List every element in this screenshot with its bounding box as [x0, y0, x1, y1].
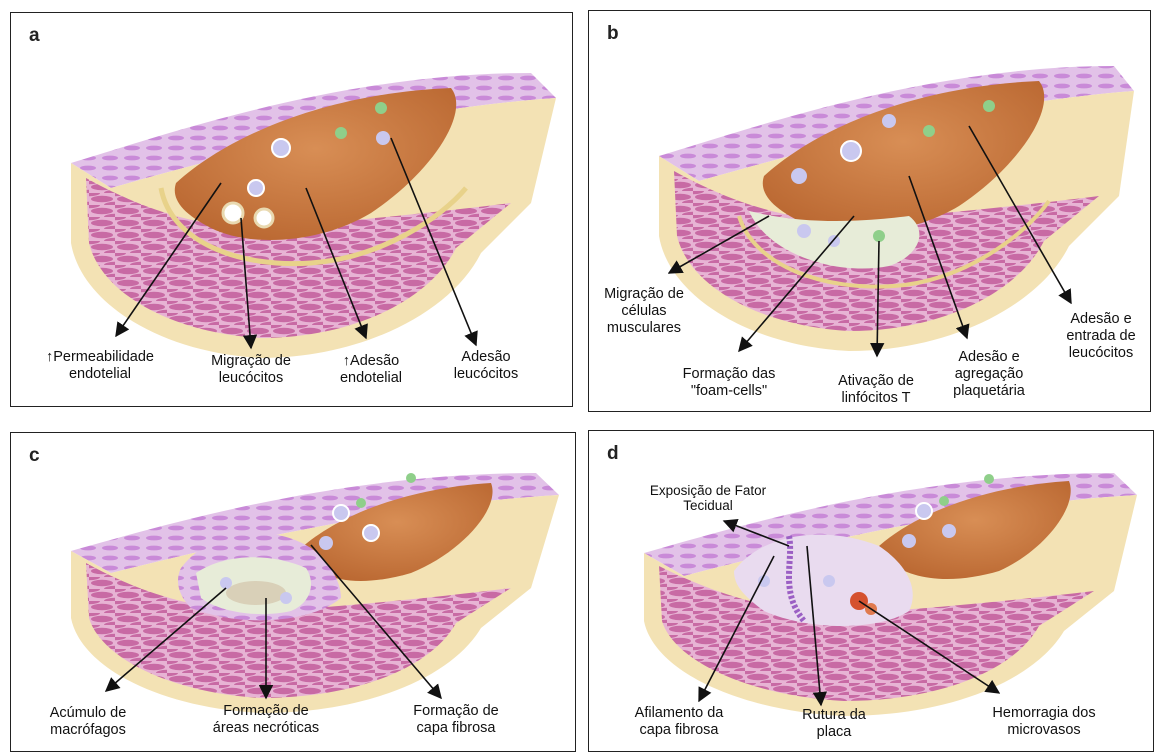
panel-a: a ↑Permeabilidade endotelial Migração de… [10, 12, 573, 407]
label-foam-cells: Formação das "foam-cells" [664, 366, 794, 400]
panel-d: d Exposição de Fator Tecidual Afilamento… [588, 430, 1154, 752]
label-fator-tecidual: Exposição de Fator Tecidual [633, 483, 783, 513]
label-migracao-leucocitos: Migração de leucócitos [191, 353, 311, 387]
label-acumulo-macrofagos: Acúmulo de macrófagos [33, 705, 143, 739]
label-adesao-endotelial: ↑Adesão endotelial [321, 353, 421, 387]
panel-c: c Acúmulo de macrófagos Formação de área… [10, 432, 576, 752]
artery-illustration [11, 13, 573, 407]
label-hemorragia-microvasos: Hemorragia dos microvasos [974, 705, 1114, 739]
label-permeabilidade: ↑Permeabilidade endotelial [25, 349, 175, 383]
label-capa-fibrosa: Formação de capa fibrosa [396, 703, 516, 737]
label-adesao-entrada: Adesão e entrada de leucócitos [1051, 311, 1151, 362]
label-areas-necroticas: Formação de áreas necróticas [191, 703, 341, 737]
label-rutura-placa: Rutura da placa [789, 707, 879, 741]
artery-illustration [589, 431, 1154, 752]
label-afilamento-capa: Afilamento da capa fibrosa [619, 705, 739, 739]
label-adesao-leucocitos: Adesão leucócitos [436, 349, 536, 383]
label-migracao-celulas: Migração de células musculares [589, 286, 699, 337]
panel-b: b Migração de células musculares Formaçã… [588, 10, 1151, 412]
label-adesao-agregacao: Adesão e agregação plaquetária [934, 349, 1044, 400]
label-ativacao-linfocitos: Ativação de linfócitos T [821, 373, 931, 407]
